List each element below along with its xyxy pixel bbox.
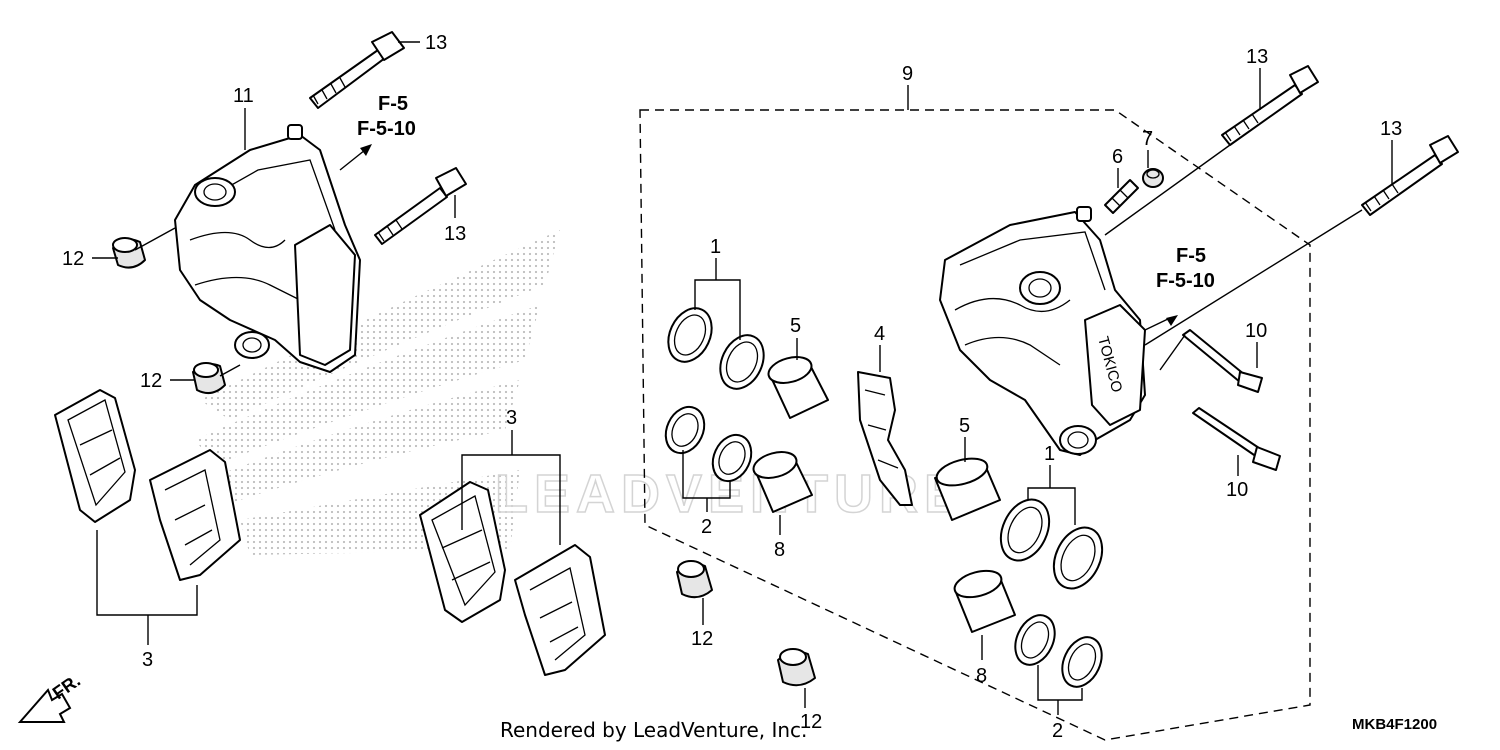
callout-11: 11	[233, 85, 254, 107]
callout-3-left: 3	[142, 649, 153, 671]
callout-13-upper-left: 13	[425, 32, 447, 54]
dust-seal-2-bottom-right[interactable]	[1055, 631, 1110, 693]
reference-arrow-left	[339, 144, 372, 171]
bolt-13-upper-left[interactable]	[309, 31, 405, 109]
pad-spring-4[interactable]	[857, 371, 913, 506]
piston-8-right[interactable]	[952, 566, 1016, 633]
ref-left-f5-10: F-5-10	[357, 118, 416, 140]
callout-13-mid-left: 13	[444, 223, 466, 245]
callout-1-upper: 1	[710, 236, 721, 258]
callout-5-right: 5	[959, 415, 970, 437]
piston-seal-1-lower-right[interactable]	[1045, 520, 1112, 597]
callout-2-lower: 2	[1052, 720, 1063, 742]
ref-left-f5: F-5	[378, 93, 408, 115]
ref-right-f5: F-5	[1176, 245, 1206, 267]
bleeder-cap-12-bottom-b[interactable]	[777, 648, 816, 687]
dust-seal-2-bottom-left[interactable]	[1008, 609, 1063, 671]
bleeder-cap-12-bottom-a[interactable]	[676, 560, 713, 599]
dust-seal-2-lower-right[interactable]	[706, 429, 759, 488]
callout-4: 4	[874, 323, 885, 345]
callout-5-left: 5	[790, 315, 801, 337]
rendered-by-credit: Rendered by LeadVenture, Inc.	[500, 718, 808, 742]
callout-10-upper: 10	[1245, 320, 1267, 342]
callout-12-bottom-b: 12	[800, 711, 822, 733]
left-caliper-body[interactable]	[174, 124, 361, 373]
bolt-13-upper-right-b[interactable]	[1361, 135, 1459, 216]
pad-pin-10-lower[interactable]	[1192, 407, 1281, 471]
callout-12-bottom-a: 12	[691, 628, 713, 650]
callout-13-upper-right-b: 13	[1380, 118, 1402, 140]
callout-13-upper-right-a: 13	[1246, 46, 1268, 68]
callout-12-left-lower: 12	[140, 370, 162, 392]
callout-1-lower: 1	[1044, 443, 1055, 465]
piston-seal-1-lower-left[interactable]	[992, 492, 1059, 569]
leader-lines	[92, 41, 1393, 715]
callout-9: 9	[902, 63, 913, 85]
brake-pad-center-set[interactable]	[419, 481, 606, 676]
callout-8-right: 8	[976, 665, 987, 687]
bleeder-cap-12-left-lower[interactable]	[192, 362, 226, 395]
caliper-assembly-boundary	[639, 109, 1311, 741]
callout-8-left: 8	[774, 539, 785, 561]
piston-8-left[interactable]	[751, 448, 813, 513]
bleeder-cap-12-left-upper[interactable]	[112, 237, 146, 269]
front-direction-arrow	[17, 688, 72, 723]
piston-seal-1-upper-left[interactable]	[660, 301, 720, 369]
diagram-code: MKB4F1200	[1352, 716, 1438, 733]
piston-5-left[interactable]	[766, 353, 829, 419]
pad-pin-10-upper[interactable]	[1182, 329, 1263, 393]
callout-3-center: 3	[506, 407, 517, 429]
callout-2-upper: 2	[701, 516, 712, 538]
piston-5-right[interactable]	[934, 454, 1001, 521]
callout-12-left-upper: 12	[62, 248, 84, 270]
brake-pad-left-set[interactable]	[54, 389, 241, 581]
reference-arrow-right	[1166, 315, 1178, 326]
bleeder-screw-6[interactable]	[1104, 179, 1139, 214]
right-caliper-body[interactable]	[939, 206, 1146, 456]
bolt-13-mid-left[interactable]	[374, 167, 467, 245]
bolt-13-upper-right-a[interactable]	[1221, 65, 1319, 146]
piston-seal-1-upper-right[interactable]	[712, 328, 772, 396]
callout-7: 7	[1142, 128, 1153, 150]
dust-seal-2-lower-left[interactable]	[659, 401, 712, 460]
bleeder-cap-7[interactable]	[1142, 168, 1164, 188]
callout-6: 6	[1112, 146, 1123, 168]
ref-right-f5-10: F-5-10	[1156, 270, 1215, 292]
callout-10-lower: 10	[1226, 479, 1248, 501]
